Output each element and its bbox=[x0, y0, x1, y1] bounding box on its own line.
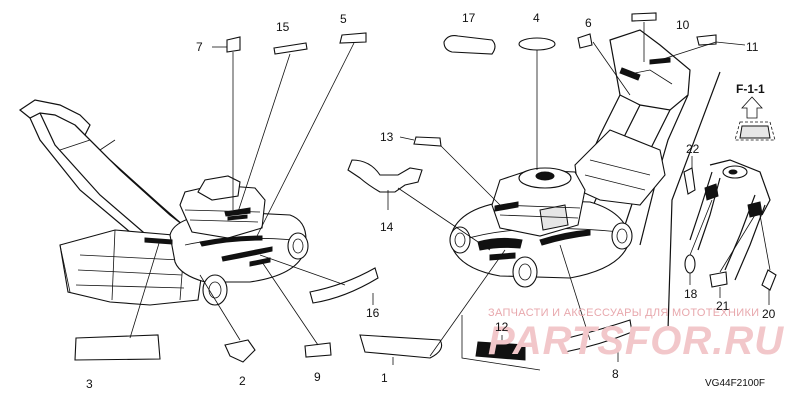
callout-14: 14 bbox=[380, 220, 394, 234]
callout-13: 13 bbox=[380, 130, 394, 144]
detail-inset: F-1-1 bbox=[667, 71, 777, 331]
figure-ref-label: F-1-1 bbox=[736, 82, 765, 96]
callout-1: 1 bbox=[381, 371, 388, 385]
callout-2: 2 bbox=[239, 374, 246, 388]
callout-5: 5 bbox=[340, 12, 347, 26]
drawing-code: VG44F2100F bbox=[705, 378, 765, 389]
callout-21: 21 bbox=[716, 299, 730, 313]
callout-3: 3 bbox=[86, 377, 93, 391]
callout-7: 7 bbox=[196, 40, 203, 54]
callout-numbers: 7 15 5 17 4 6 10 11 13 14 16 3 2 9 1 12 … bbox=[86, 11, 776, 391]
watermark-brand: PARTSFOR.RU bbox=[488, 319, 784, 363]
callout-15: 15 bbox=[276, 20, 290, 34]
callout-17: 17 bbox=[462, 11, 476, 25]
callout-8: 8 bbox=[612, 367, 619, 381]
watermark-tagline: ЗАПЧАСТИ И АКСЕССУАРЫ ДЛЯ МОТОТЕХНИКИ bbox=[488, 307, 759, 319]
callout-9: 9 bbox=[314, 370, 321, 384]
left-mower bbox=[18, 99, 309, 306]
callout-6: 6 bbox=[585, 16, 592, 30]
center-mower bbox=[449, 29, 691, 288]
callout-22: 22 bbox=[686, 142, 700, 156]
callout-11: 11 bbox=[746, 40, 759, 54]
callout-4: 4 bbox=[533, 11, 540, 25]
callout-16: 16 bbox=[366, 306, 380, 320]
decal-parts bbox=[74, 12, 717, 371]
callout-12: 12 bbox=[495, 320, 509, 334]
callout-10: 10 bbox=[676, 18, 690, 32]
watermark: ЗАПЧАСТИ И АКСЕССУАРЫ ДЛЯ МОТОТЕХНИКИ PA… bbox=[488, 307, 784, 363]
callout-18: 18 bbox=[684, 287, 698, 301]
callout-20: 20 bbox=[762, 307, 776, 321]
leader-lines bbox=[129, 22, 771, 365]
